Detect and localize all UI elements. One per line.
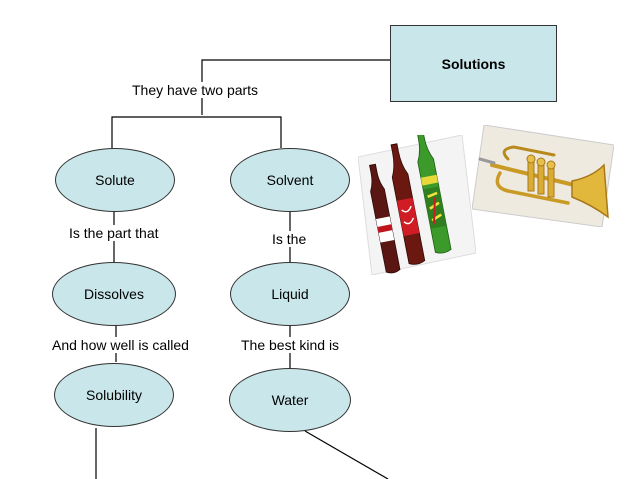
solutions-node: Solutions <box>390 25 557 102</box>
water-node: Water <box>229 368 351 432</box>
liquid-label: Liquid <box>271 286 309 302</box>
soda-bottles-image <box>358 135 476 275</box>
link-label-two-parts: They have two parts <box>131 82 260 98</box>
water-label: Water <box>271 392 309 408</box>
dissolves-label: Dissolves <box>84 286 144 302</box>
solubility-label: Solubility <box>85 387 143 403</box>
trumpet-image <box>472 125 614 227</box>
link-label-best-kind: The best kind is <box>240 337 341 353</box>
connector-water-down <box>304 430 389 479</box>
connector-split <box>111 116 282 148</box>
solute-node: Solute <box>55 148 175 212</box>
solvent-label: Solvent <box>266 172 314 188</box>
liquid-node: Liquid <box>230 262 350 326</box>
dissolves-node: Dissolves <box>52 262 176 326</box>
solutions-label: Solutions <box>441 55 506 72</box>
link-label-part-that: Is the part that <box>68 225 160 241</box>
link-label-is-the: Is the <box>271 231 308 247</box>
solute-label: Solute <box>95 172 135 188</box>
link-label-how-well: And how well is called <box>51 337 190 353</box>
solubility-node: Solubility <box>54 363 174 427</box>
solvent-node: Solvent <box>230 148 350 212</box>
